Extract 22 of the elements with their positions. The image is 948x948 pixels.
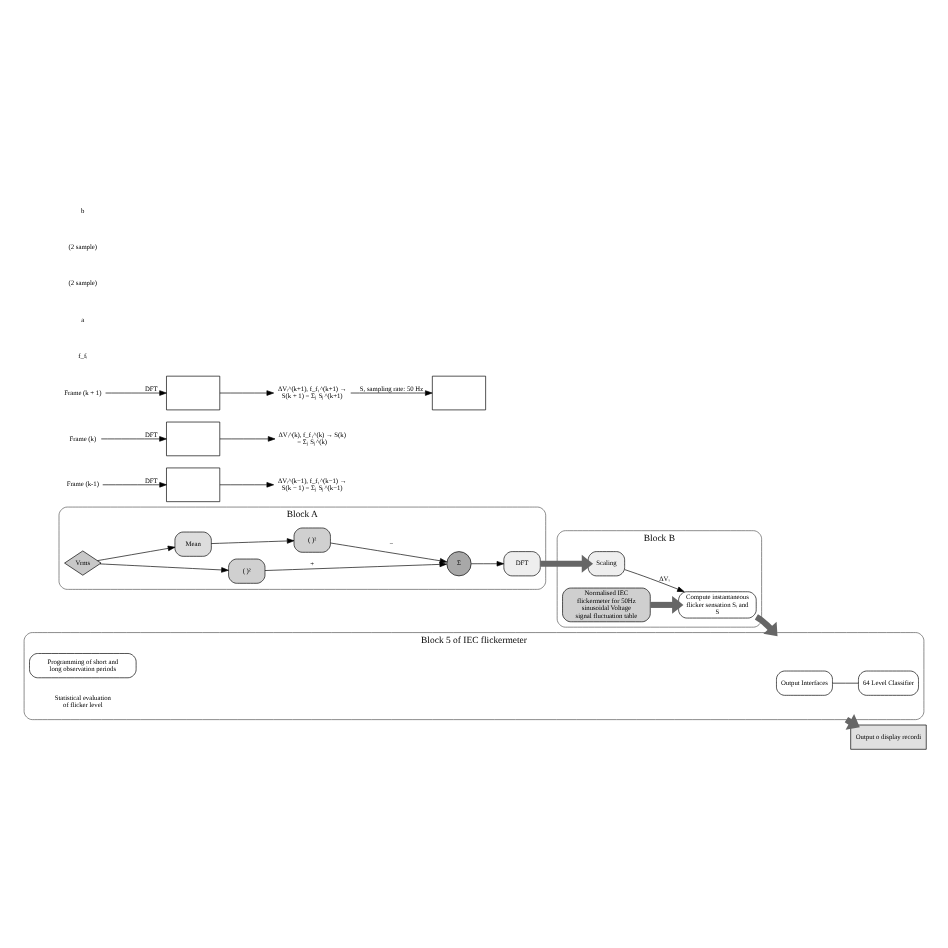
arrow	[219, 390, 274, 396]
arrow	[219, 482, 274, 488]
arrow	[219, 436, 276, 442]
arrow	[100, 436, 167, 442]
connector	[832, 682, 859, 684]
arrow	[470, 561, 505, 567]
arrow	[105, 390, 167, 396]
node-chart	[166, 375, 221, 411]
arrow	[330, 542, 448, 564]
node-chart	[166, 467, 221, 502]
arrow	[754, 614, 778, 637]
node-chart	[166, 421, 221, 457]
arrow	[99, 563, 229, 573]
arrow	[211, 538, 295, 544]
arrow	[264, 561, 447, 571]
arrow	[350, 390, 433, 396]
arrow	[624, 569, 685, 592]
arrow	[650, 595, 684, 614]
arrow	[102, 482, 167, 488]
arrow	[540, 554, 594, 573]
arrow	[97, 545, 176, 561]
node-chart	[432, 375, 486, 411]
